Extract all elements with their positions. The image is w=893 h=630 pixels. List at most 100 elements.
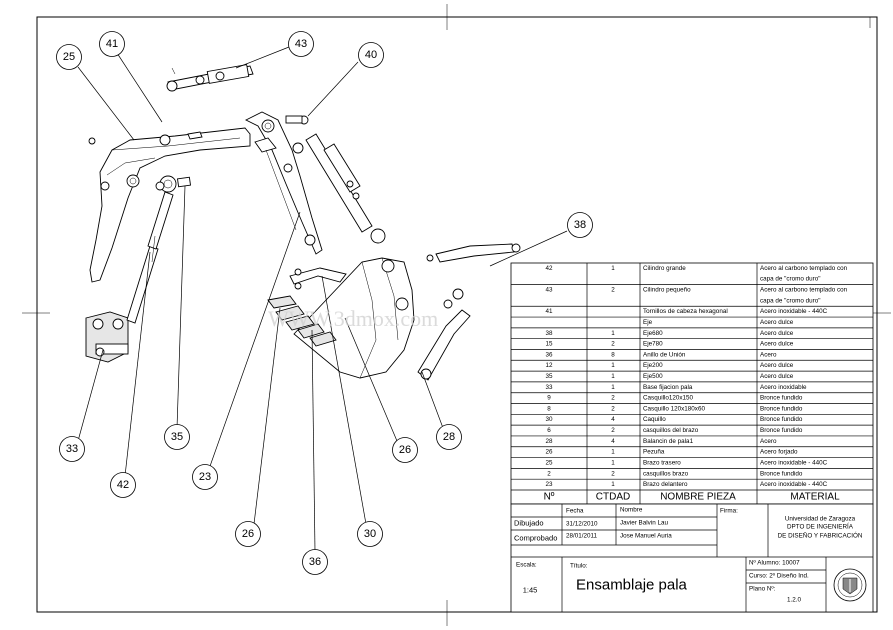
bom-quantity: 1: [611, 481, 615, 488]
comprobado-nombre: Jose Manuel Auria: [620, 533, 672, 540]
balloon-35: 35: [164, 424, 190, 450]
bom-item-number: 41: [545, 308, 553, 315]
bom-quantity: 1: [611, 330, 615, 337]
dibujado-nombre: Javier Balvin Lau: [620, 520, 668, 527]
bom-material: Bronce fundido: [760, 405, 803, 412]
balloon-41: 41: [99, 31, 125, 57]
bom-header-qty: CTDAD: [596, 492, 630, 503]
bom-item-number: 9: [547, 395, 551, 402]
university-seal-icon: [833, 568, 867, 602]
bom-part-name: Balancin de pala1: [643, 438, 694, 445]
bom-quantity: 8: [611, 351, 615, 358]
svg-text:40: 40: [365, 49, 377, 61]
balloon-38: 38: [567, 212, 593, 238]
bom-quantity: 2: [611, 341, 615, 348]
bom-quantity: 1: [611, 265, 615, 272]
bom-part-name: casquillos brazo: [643, 470, 689, 477]
bom-part-name: Caquillo: [643, 416, 666, 423]
bom-material: Acero dulce: [760, 362, 794, 369]
svg-text:38: 38: [574, 219, 586, 231]
bom-quantity: 2: [611, 405, 615, 412]
svg-text:41: 41: [106, 38, 118, 50]
bom-item-number: 33: [545, 384, 553, 391]
balloon-40: 40: [358, 42, 384, 68]
comprobado-fecha: 28/01/2011: [566, 533, 598, 540]
bom-item-number: 43: [545, 287, 553, 294]
bom-material: Bronce fundido: [760, 427, 803, 434]
balloon-42: 42: [110, 472, 136, 498]
leader-lines: [77, 46, 568, 552]
bom-quantity: 2: [611, 427, 615, 434]
bom-item-number: 8: [547, 405, 551, 412]
bom-material: Bronce fundido: [760, 416, 803, 423]
bom-part-name: Anillo de Unión: [643, 351, 686, 358]
alumno-number: Nº Alumno: 10007: [749, 560, 800, 567]
plano-value: 1.2.0: [787, 597, 802, 604]
balloon-30: 30: [357, 521, 383, 547]
bom-header-material: MATERIAL: [790, 492, 840, 503]
bom-quantity: 1: [611, 384, 615, 391]
bom-material: Acero inoxidable - 440C: [760, 481, 828, 488]
svg-text:33: 33: [66, 443, 78, 455]
bom-part-name: Pezuña: [643, 449, 665, 456]
balloon-28: 28: [436, 424, 462, 450]
fecha-label: Fecha: [566, 508, 584, 515]
dibujado-fecha: 31/12/2010: [566, 521, 598, 528]
titulo-label: Título:: [570, 563, 588, 570]
svg-text:23: 23: [199, 471, 211, 483]
dibujado-label: Dibujado: [514, 519, 544, 528]
bom-part-name: Cilindro grande: [643, 265, 686, 272]
svg-text:25: 25: [63, 51, 75, 63]
bom-part-name: Eje200: [643, 362, 663, 369]
bom-material-line2: capa de "cromo duro": [760, 276, 820, 283]
bom-material: Bronce fundido: [760, 470, 803, 477]
bom-quantity: 2: [611, 287, 615, 294]
lower-link-part: [417, 309, 471, 381]
bom-material: Acero inoxidable - 440C: [760, 308, 828, 315]
balloon-43: 43: [288, 31, 314, 57]
bucket-part: [293, 257, 415, 379]
bom-item-number: 42: [545, 265, 553, 272]
balloon-26-right: 26: [392, 437, 418, 463]
bom-header-name: NOMBRE PIEZA: [660, 492, 736, 503]
assembly-drawing: [85, 64, 521, 381]
org-line1: Universidad de Zaragoza: [785, 516, 856, 523]
balloon-26-left: 26: [235, 521, 261, 547]
bucket-teeth-part: [267, 295, 337, 347]
bom-item-number: 6: [547, 427, 551, 434]
bom-material: Acero dulce: [760, 373, 794, 380]
curso: Curso: 2º Diseño Ind.: [749, 573, 809, 580]
bom-material: Acero dulce: [760, 330, 794, 337]
bom-part-name: Eje: [643, 319, 653, 326]
balloon-25: 25: [56, 44, 82, 70]
bom-material: Acero inoxidable - 440C: [760, 459, 828, 466]
bom-part-name: Base fijacion pala: [643, 384, 693, 391]
bom-material-line2: capa de "cromo duro": [760, 297, 820, 304]
base-fixing-part: [85, 311, 129, 363]
escala-value: 1:45: [523, 586, 538, 595]
svg-text:26: 26: [399, 444, 411, 456]
bom-part-name: Eje780: [643, 341, 663, 348]
drawing-title: Ensamblaje pala: [576, 577, 688, 594]
svg-text:35: 35: [171, 431, 183, 443]
bom-item-number: 36: [545, 351, 553, 358]
bom-material: Acero al carbono templado con: [760, 287, 848, 294]
bom-part-name: Brazo trasero: [643, 459, 681, 466]
plano-label: Plano Nº:: [749, 586, 776, 593]
svg-text:43: 43: [295, 38, 307, 50]
